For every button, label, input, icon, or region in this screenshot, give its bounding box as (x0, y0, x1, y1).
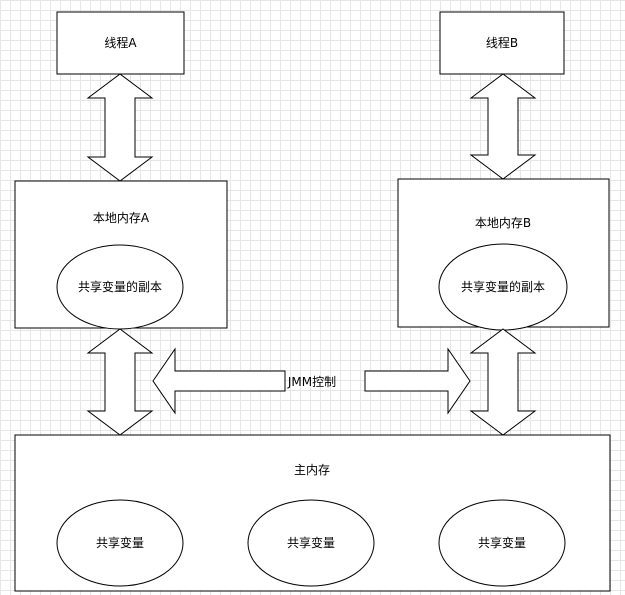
shared-variable-copy-a-label: 共享变量的副本 (78, 279, 162, 294)
thread-b-label: 线程B (486, 35, 518, 50)
shared-variable-1-ellipse[interactable] (56, 499, 184, 587)
shared-variable-1-label: 共享变量 (96, 535, 144, 550)
shared-variable-copy-b-label: 共享变量的副本 (461, 279, 545, 294)
jmm-left-arrow (152, 347, 286, 415)
thread-a-label: 线程A (104, 35, 137, 50)
shared-variable-3-label: 共享变量 (478, 535, 526, 550)
local-b-main-double-arrow (469, 328, 537, 436)
local-memory-b-label: 本地内存B (475, 216, 531, 230)
local-memory-a-label: 本地内存A (93, 211, 150, 225)
thread-b-box[interactable] (439, 11, 565, 75)
main-memory-label: 主内存 (294, 463, 330, 477)
shared-variable-2-ellipse[interactable] (247, 499, 375, 587)
jmm-right-arrow (364, 347, 471, 415)
jmm-control-label: JMM控制 (287, 375, 336, 389)
thread-a-box[interactable] (56, 11, 185, 75)
thread-a-local-a-double-arrow (86, 73, 154, 182)
thread-b-local-b-double-arrow (469, 73, 537, 180)
shared-variable-2-label: 共享变量 (287, 535, 335, 550)
shared-variable-3-ellipse[interactable] (438, 499, 566, 587)
local-a-main-double-arrow (86, 328, 154, 436)
